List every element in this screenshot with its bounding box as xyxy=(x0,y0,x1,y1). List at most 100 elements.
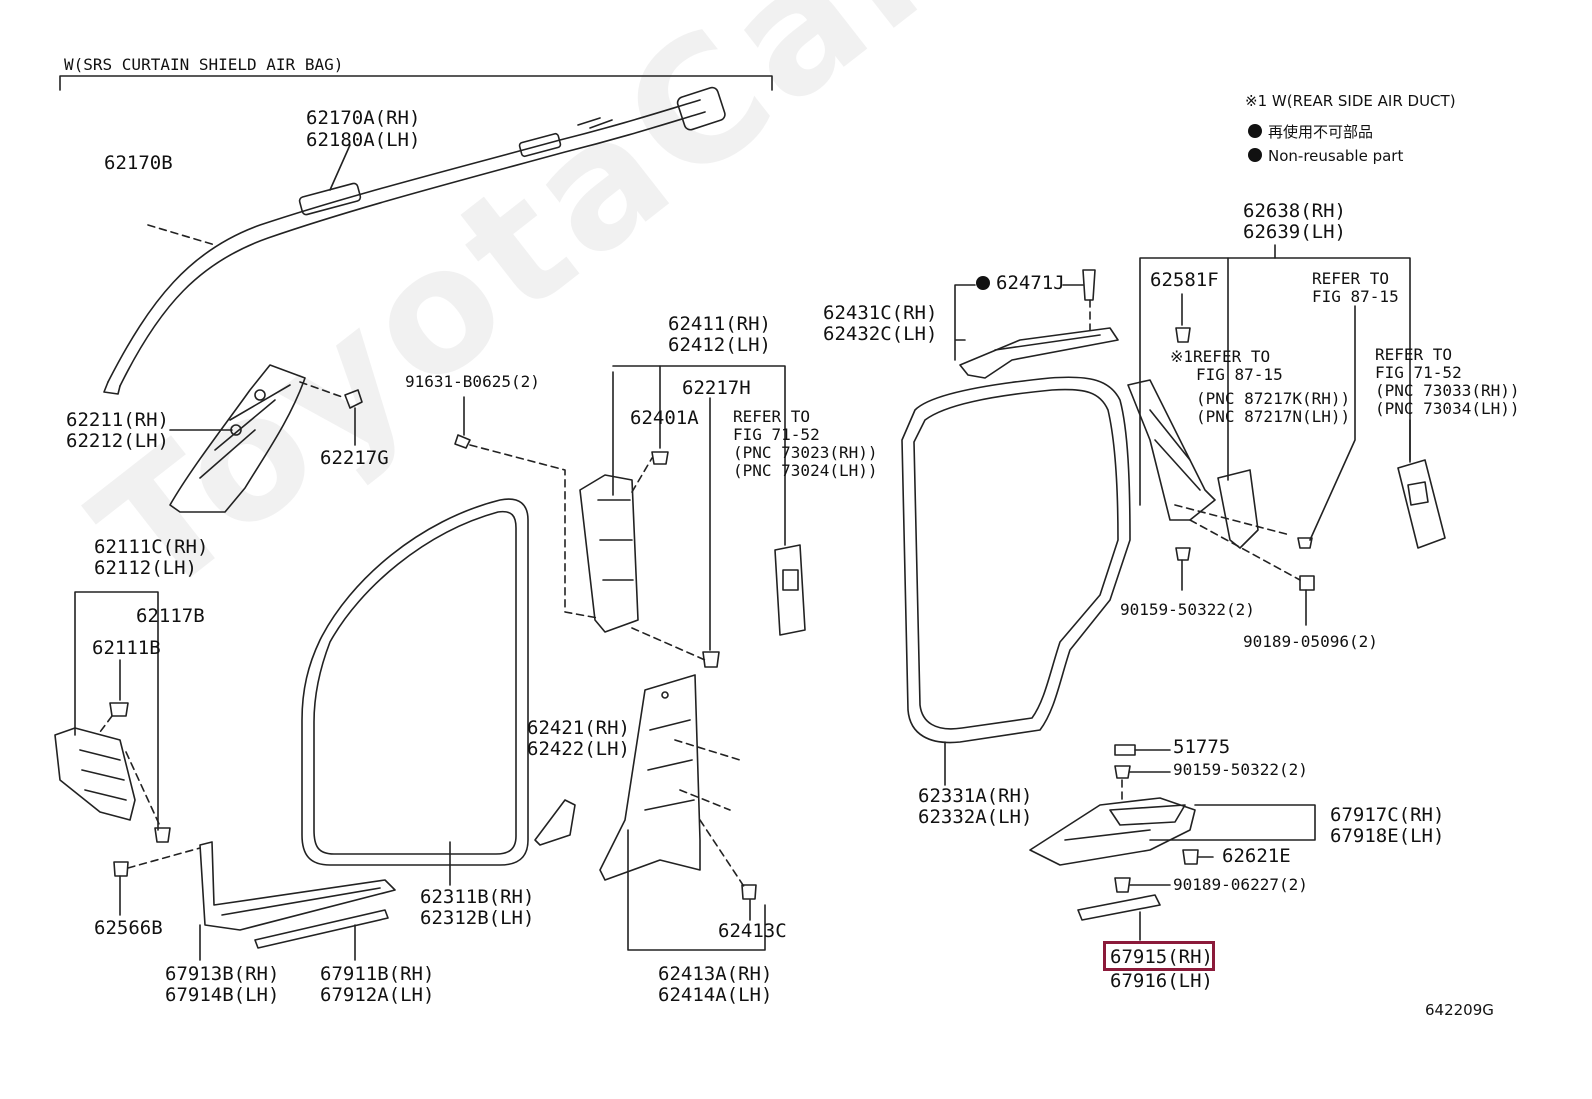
front-door-weatherstrip-shape xyxy=(301,498,529,866)
part-label-62111b[interactable]: 62111B xyxy=(92,637,161,659)
part-label-62170b[interactable]: 62170B xyxy=(104,152,173,174)
refer-87-15-a-line1[interactable]: REFER TO xyxy=(1312,269,1390,288)
part-label-62621e[interactable]: 62621E xyxy=(1222,845,1291,867)
refer-71-52-a-line4: (PNC 73024(LH)) xyxy=(733,461,878,480)
refer-71-52-b-line2[interactable]: FIG 71-52 xyxy=(1375,363,1462,382)
leader-62413c-dash xyxy=(699,819,746,889)
legend-non-reusable-en: Non-reusable part xyxy=(1248,146,1403,167)
clip-62217h xyxy=(702,651,720,668)
part-label-62413c[interactable]: 62413C xyxy=(718,920,787,942)
part-label-67915[interactable]: 67915(RH) xyxy=(1110,946,1213,968)
part-label-62401a[interactable]: 62401A xyxy=(630,407,699,429)
part-label-62180a[interactable]: 62180A(LH) xyxy=(306,129,421,151)
bracket-67917c xyxy=(1149,804,1316,841)
part-label-62566b[interactable]: 62566B xyxy=(94,917,163,939)
part-label-62211[interactable]: 62211(RH) xyxy=(66,409,169,431)
part-label-62639[interactable]: 62639(LH) xyxy=(1243,221,1346,243)
part-label-62332a[interactable]: 62332A(LH) xyxy=(918,806,1033,828)
a-pillar-garnish-shape xyxy=(169,364,306,513)
bolt-90189-06227 xyxy=(1114,877,1131,893)
clip-90189-05096 xyxy=(1299,575,1315,591)
leader-62638-dash xyxy=(1174,504,1301,581)
bolt-91631 xyxy=(454,434,471,449)
part-label-67912a[interactable]: 67912A(LH) xyxy=(320,984,435,1006)
clip-62401a xyxy=(651,451,669,465)
part-label-62638[interactable]: 62638(RH) xyxy=(1243,200,1346,222)
leader-62217h-dash xyxy=(631,627,706,661)
clip-62621e xyxy=(1182,849,1199,865)
front-kick-panel-shape xyxy=(54,727,136,821)
part-label-62217h[interactable]: 62217H xyxy=(682,377,751,399)
non-reusable-dot-icon xyxy=(976,276,990,290)
legend-rear-side-air-duct: ※1 W(REAR SIDE AIR DUCT) xyxy=(1245,92,1456,110)
part-label-62471j[interactable]: 62471J xyxy=(976,273,1065,294)
refer-87-15-b-line1[interactable]: ※1REFER TO xyxy=(1170,347,1271,366)
part-label-67914b[interactable]: 67914B(LH) xyxy=(165,984,280,1006)
refer-71-52-b-line1[interactable]: REFER TO xyxy=(1375,345,1453,364)
part-label-62432c[interactable]: 62432C(LH) xyxy=(823,323,938,345)
part-label-62312b[interactable]: 62312B(LH) xyxy=(420,907,535,929)
part-label-62412[interactable]: 62412(LH) xyxy=(668,334,771,356)
part-label-62421[interactable]: 62421(RH) xyxy=(527,717,630,739)
part-label-62411[interactable]: 62411(RH) xyxy=(668,313,771,335)
refer-87-15-a-line2[interactable]: FIG 87-15 xyxy=(1312,287,1399,306)
part-label-62413a[interactable]: 62413A(RH) xyxy=(658,963,773,985)
leader-91631-dash xyxy=(469,444,599,619)
fastener-62471j xyxy=(1082,269,1096,301)
refer-87-15-b-line2[interactable]: FIG 87-15 xyxy=(1196,365,1283,384)
part-label-62117b[interactable]: 62117B xyxy=(136,605,205,627)
part-label-62471j-text: 62471J xyxy=(996,272,1065,294)
curtain-airbag-shape xyxy=(103,86,726,395)
refer-87-15-b-line4: (PNC 87217N(LH)) xyxy=(1196,407,1351,426)
part-label-62431c[interactable]: 62431C(RH) xyxy=(823,302,938,324)
part-label-67916[interactable]: 67916(LH) xyxy=(1110,970,1213,992)
b-pillar-upper-shape xyxy=(579,474,639,633)
c-pillar-trim-shape xyxy=(1127,379,1259,549)
part-label-62414a[interactable]: 62414A(LH) xyxy=(658,984,773,1006)
part-label-67911b[interactable]: 67911B(RH) xyxy=(320,963,435,985)
leader-62401a-dash xyxy=(631,457,653,493)
highlighted-part-box xyxy=(1103,941,1215,971)
part-label-62311b[interactable]: 62311B(RH) xyxy=(420,886,535,908)
part-label-62212[interactable]: 62212(LH) xyxy=(66,430,169,452)
part-label-67917c[interactable]: 67917C(RH) xyxy=(1330,804,1445,826)
quarter-upper-trim-shape xyxy=(959,327,1119,379)
legend-non-reusable-en-text: Non-reusable part xyxy=(1268,147,1404,165)
clip-51775 xyxy=(1114,744,1136,756)
rear-plate-67915 xyxy=(1077,894,1161,921)
non-reusable-dot-icon xyxy=(1248,124,1262,138)
part-label-90189-06227[interactable]: 90189-06227(2) xyxy=(1173,875,1308,894)
clip-62111b xyxy=(109,702,129,717)
grill-62421 xyxy=(534,799,576,846)
part-label-62422[interactable]: 62422(LH) xyxy=(527,738,630,760)
part-label-62112[interactable]: 62112(LH) xyxy=(94,557,197,579)
figure-code: 642209G xyxy=(1425,1001,1494,1019)
part-label-90189-05096[interactable]: 90189-05096(2) xyxy=(1243,632,1378,651)
b-pillar-lower-shape xyxy=(599,674,701,881)
part-label-62581f[interactable]: 62581F xyxy=(1150,269,1219,291)
part-label-90159a[interactable]: 90159-50322(2) xyxy=(1120,600,1255,619)
clip-62413c xyxy=(741,884,757,900)
refer-71-52-a-line2[interactable]: FIG 71-52 xyxy=(733,425,820,444)
part-label-62217g[interactable]: 62217G xyxy=(320,447,389,469)
srs-group-label: W(SRS CURTAIN SHIELD AIR BAG) xyxy=(64,55,344,74)
part-label-91631[interactable]: 91631-B0625(2) xyxy=(405,372,540,391)
part-label-67918e[interactable]: 67918E(LH) xyxy=(1330,825,1445,847)
bolt-90159a xyxy=(1175,547,1191,561)
srs-group-bracket xyxy=(59,75,773,91)
clip-62581f xyxy=(1175,327,1191,343)
part-label-90159b[interactable]: 90159-50322(2) xyxy=(1173,760,1308,779)
part-label-62111c[interactable]: 62111C(RH) xyxy=(94,536,209,558)
leader-62170a xyxy=(329,144,351,191)
leader-dash-extra xyxy=(674,739,741,811)
part-label-67913b[interactable]: 67913B(RH) xyxy=(165,963,280,985)
non-reusable-dot-icon xyxy=(1248,148,1262,162)
part-label-62331a[interactable]: 62331A(RH) xyxy=(918,785,1033,807)
refer-71-52-b-line3: (PNC 73033(RH)) xyxy=(1375,381,1520,400)
bracket-62411 xyxy=(612,365,786,546)
refer-71-52-a-line1[interactable]: REFER TO xyxy=(733,407,811,426)
part-label-51775[interactable]: 51775 xyxy=(1173,736,1231,758)
clip-62566b xyxy=(113,861,129,877)
part-label-62170a[interactable]: 62170A(RH) xyxy=(306,107,421,129)
